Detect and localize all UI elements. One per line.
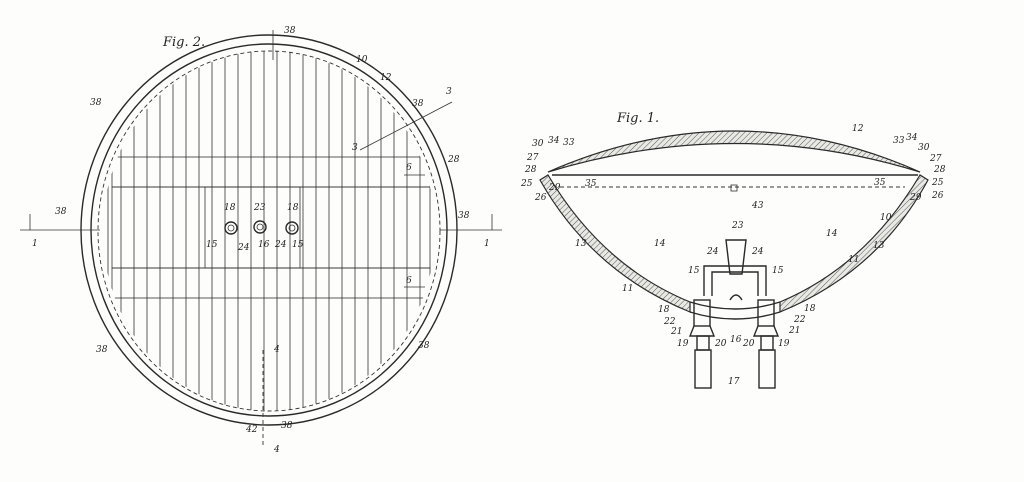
ref-42: 42 [245,425,258,435]
ref-15-left: 15 [688,266,700,276]
ref-38-top: 38 [284,26,296,36]
ref-14-left: 14 [654,239,666,249]
section-line-3 [359,101,453,151]
ref-24-right: 24 [274,240,287,250]
ref-28-left: 28 [524,165,537,175]
ref-34-left: 34 [548,136,560,146]
ref-23: 23 [731,221,744,231]
ref-11-left: 11 [622,284,633,294]
ref-17: 17 [728,377,740,387]
ref-38-bottom: 38 [281,421,293,431]
ref-3-upper: 3 [446,87,452,97]
ref-35-right: 35 [874,178,886,188]
ref-38-lower-right: 38 [418,341,430,351]
ref-22-right: 22 [793,315,806,325]
ref-34-right: 34 [906,133,918,143]
ref-12: 12 [380,73,392,83]
ref-15-right: 15 [292,240,304,250]
ref-15-right: 15 [772,266,784,276]
ref-30-right: 30 [918,143,930,153]
ref-3-lower: 3 [352,143,358,153]
ref-18-left: 18 [224,203,236,213]
ref-25-right: 25 [931,178,944,188]
reflector-left [539,174,691,313]
filament-shield [703,239,767,301]
filament-mounts [224,220,299,235]
ref-23: 23 [253,203,266,213]
ref-4-lower: 4 [273,445,280,455]
ref-18-right: 18 [804,304,816,314]
ref-24-right: 24 [751,247,764,257]
seal-line [97,50,441,412]
ref-26-right: 26 [931,191,944,201]
ref-30-left: 30 [532,139,544,149]
ref-27-left: 27 [526,153,539,163]
ref-19-left: 19 [677,339,689,349]
ref-13-left: 13 [575,239,587,249]
lens-section [547,130,921,173]
figure-1-title: Fig. 1. [616,111,659,126]
ref-24-left: 24 [237,243,250,253]
ref-16: 16 [258,240,270,250]
ref-43: 43 [751,201,764,211]
figure-1: Fig. 1. 12 30 34 33 27 28 25 26 29 35 33… [520,111,946,389]
ref-28-right: 28 [933,165,946,175]
ref-24-left: 24 [706,247,719,257]
reflector-bottom [689,301,781,310]
ref-16: 16 [730,335,742,345]
ref-20-left: 20 [714,339,727,349]
ref-1-left: 1 [32,239,38,249]
lens-flutes [107,51,431,411]
figure-2-title: Fig. 2. [162,35,205,50]
ref-19-right: 19 [778,339,790,349]
figure-2: Fig. 2. 38 10 12 38 38 3 3 6 28 38 38 1 … [20,26,502,455]
ref-33-right: 33 [893,136,905,146]
ref-18-right: 18 [287,203,299,213]
reflector-right [779,174,929,313]
ref-29-right: 29 [909,193,922,203]
ref-6-upper: 6 [406,163,412,173]
ref-38-upper-left: 38 [90,98,102,108]
ref-38-lower-left: 38 [96,345,108,355]
ref-1-right: 1 [484,239,490,249]
ref-22-left: 22 [663,317,676,327]
ref-6-lower: 6 [406,276,412,286]
focal-point-43 [730,184,738,192]
ref-29-left: 29 [548,183,561,193]
ref-14-right: 14 [826,229,838,239]
ref-25-left: 25 [520,179,533,189]
ref-35-left: 35 [585,179,597,189]
ref-10: 10 [356,55,368,65]
ref-11-right: 11 [848,255,859,265]
ref-21-left: 21 [670,327,682,337]
ref-26-left: 26 [534,193,547,203]
outer-rim [80,34,458,426]
reflector-bottom-outer [689,311,781,320]
ref-33-left: 33 [563,138,575,148]
ref-20-right: 20 [742,339,755,349]
ref-4-upper: 4 [273,345,280,355]
ref-18-left: 18 [658,305,670,315]
ref-27-right: 27 [929,154,942,164]
ref-38-left: 38 [55,207,67,217]
ref-38-upper-right: 38 [412,99,424,109]
ref-15-left: 15 [206,240,218,250]
base-terminals [688,299,780,389]
ref-10: 10 [880,213,892,223]
ref-38-right: 38 [458,211,470,221]
ref-28: 28 [447,155,460,165]
ref-21-right: 21 [788,326,800,336]
ref-13-right: 13 [873,241,885,251]
ref-12: 12 [852,124,864,134]
